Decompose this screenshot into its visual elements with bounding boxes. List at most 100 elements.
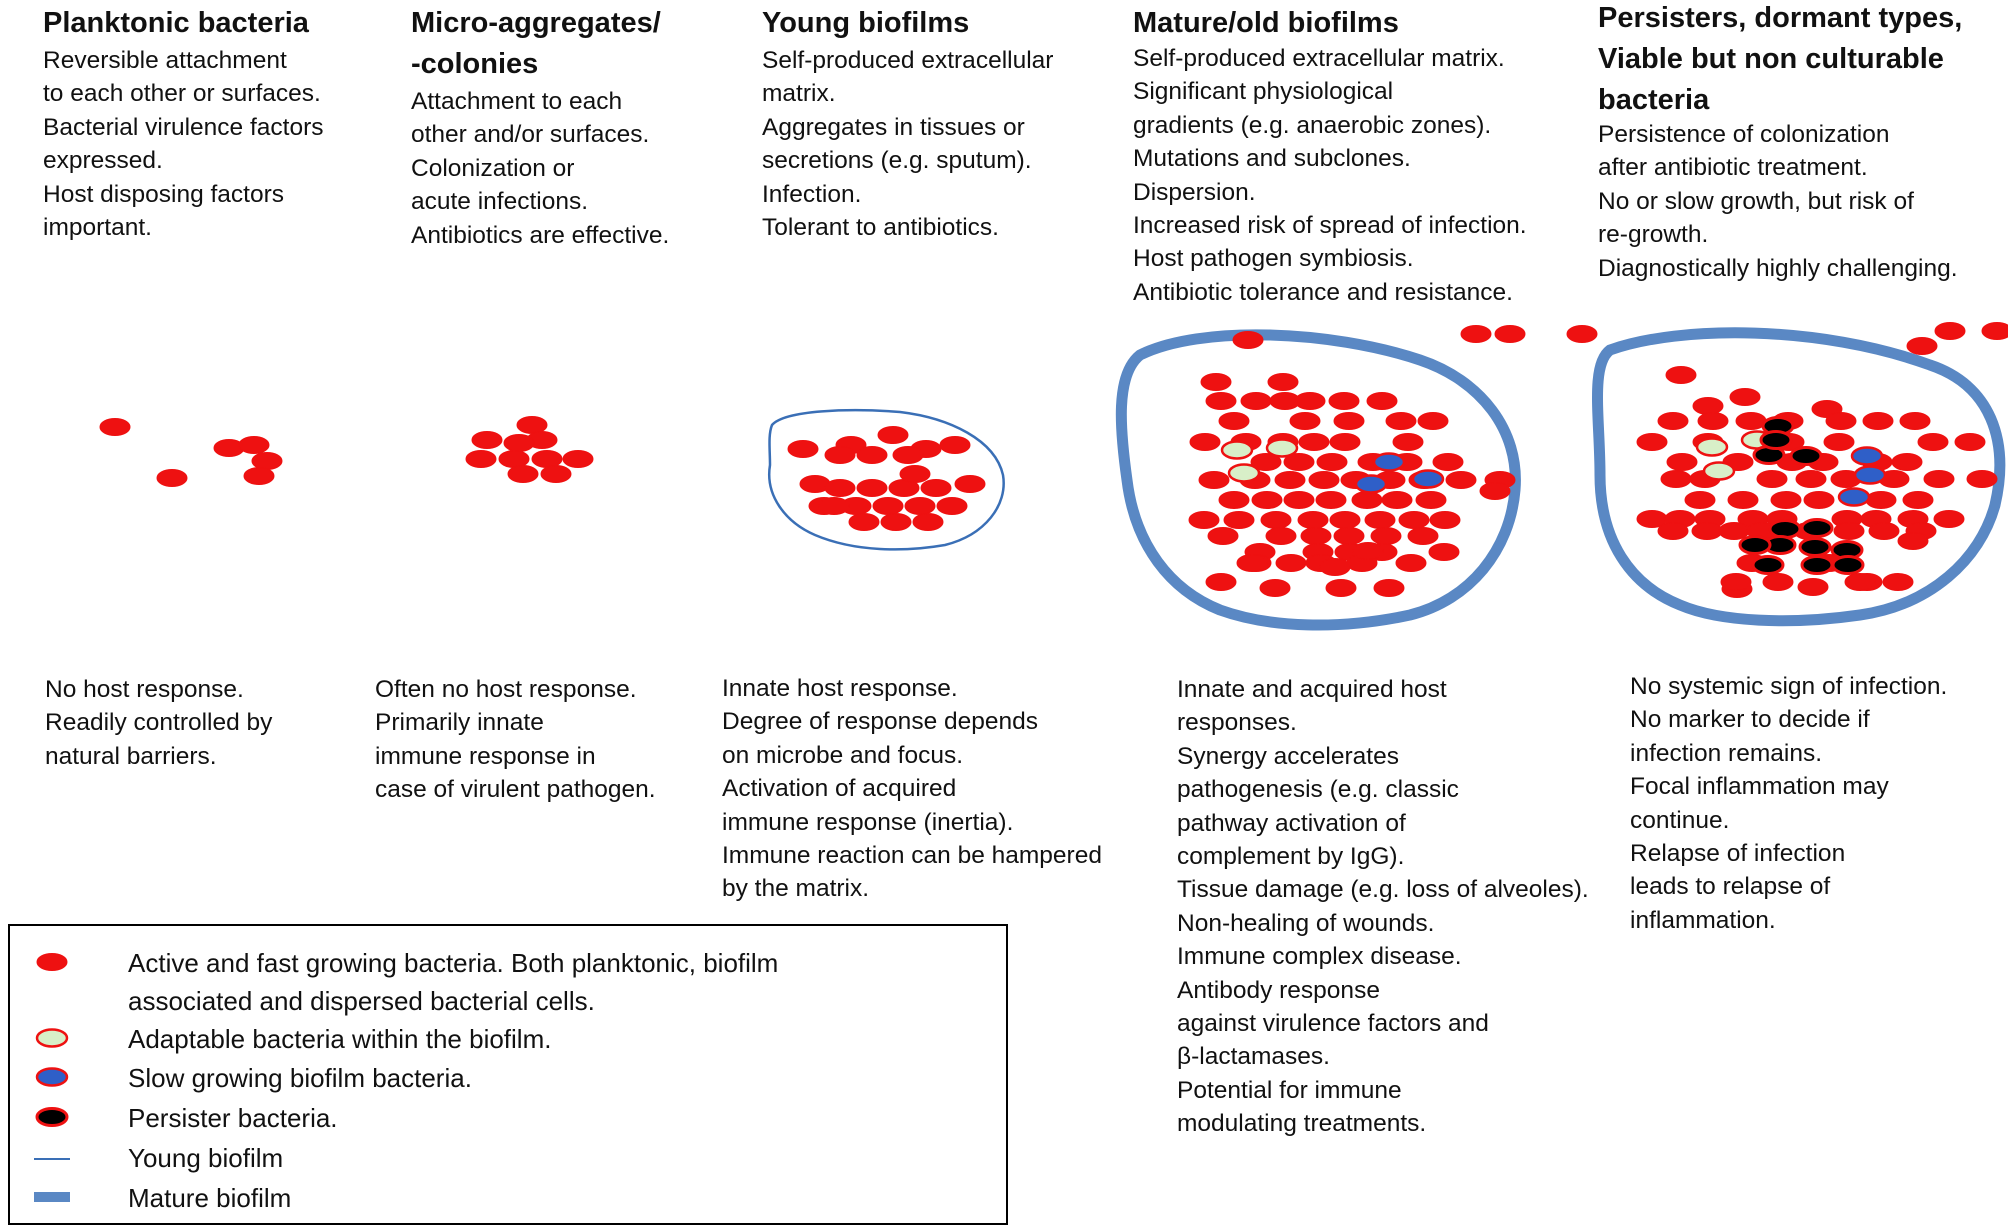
description-line: Increased risk of spread of infection. (1133, 212, 1527, 240)
bacterium-cell (1718, 522, 1750, 540)
legend-item-slow-growing-bacteria: Slow growing biofilm bacteria. (10, 1059, 1000, 1093)
bacterium-cell (1236, 554, 1268, 572)
bacterium-cell (1315, 491, 1347, 509)
bacterium-cell (540, 465, 572, 483)
bacterium-cell (243, 467, 275, 485)
bacterium-cell (1768, 519, 1802, 539)
bacterium-cell (1823, 433, 1855, 451)
bacterium-cell (1954, 433, 1986, 451)
bacterium-cell (1770, 491, 1802, 509)
host-response-line: Primarily innate (375, 709, 544, 737)
description-line: Significant physiological (1133, 78, 1394, 106)
host-response-line: No systemic sign of infection. (1630, 673, 1948, 700)
host-response-line: Innate and acquired host (1177, 676, 1447, 703)
bacterium-cell (1665, 366, 1697, 384)
description-line: secretions (e.g. sputum). (762, 147, 1032, 175)
legend-item-mature-biofilm-line: Mature biofilm (10, 1179, 1000, 1213)
description-line: to each other or surfaces. (43, 80, 321, 108)
bacterium-cell (1260, 511, 1292, 529)
legend-label-line: Adaptable bacteria within the biofilm. (128, 1024, 552, 1054)
description-line: Persistence of colonization (1598, 121, 1890, 148)
description-line: Antibiotics are effective. (411, 221, 670, 249)
description-line: Diagnostically highly challenging. (1598, 254, 1958, 282)
bacterium-cell (1198, 471, 1230, 489)
bacterium-cell (1566, 325, 1598, 343)
bacterium-cell (1738, 535, 1772, 555)
bacterium-cell (1232, 331, 1264, 349)
description-line: acute infections. (411, 188, 589, 216)
bacterium-cell (156, 469, 188, 487)
bacterium-cell (1636, 433, 1668, 451)
bacterium-cell (880, 513, 912, 531)
bacterium-cell (1695, 437, 1729, 457)
column-title-line: Viable but non culturable (1598, 43, 1944, 75)
bacterium-cell (1364, 511, 1396, 529)
legend-label-line: Young biofilm (128, 1143, 284, 1173)
bacterium-cell (1803, 491, 1835, 509)
bacteria-cells (99, 322, 2008, 598)
legend-label-line: Persister bacteria. (128, 1103, 338, 1133)
description-line: Colonization or (411, 154, 575, 182)
host-response-line: immune response (inertia). (722, 808, 1014, 836)
bacterium-cell (1966, 470, 1998, 488)
bacterium-cell (1267, 373, 1299, 391)
bacterium-cell (1789, 446, 1823, 466)
host-response-line: Activation of acquired (722, 775, 957, 803)
persister-biofilm-outline (1592, 327, 2006, 627)
bacterium-cell (1891, 453, 1923, 471)
bacterium-cell (1837, 487, 1871, 507)
host-response-line: Readily controlled by (45, 709, 273, 737)
bacterium-cell (1373, 579, 1405, 597)
description-line: Mutations and subclones. (1133, 145, 1411, 173)
bacterium-cell (1660, 470, 1692, 488)
bacterium-cell (1756, 470, 1788, 488)
bacterium-cell (1759, 430, 1793, 450)
bacterium-cell (1800, 555, 1834, 575)
description-line: expressed. (43, 147, 163, 175)
bacterium-cell (1251, 491, 1283, 509)
legend-label: Mature biofilm (128, 1179, 291, 1217)
bacterium-cell (1328, 392, 1360, 410)
legend-symbol-active-bacteria (36, 953, 68, 971)
bacterium-cell (1868, 522, 1900, 540)
bacterium-cell (1207, 527, 1239, 545)
bacterium-cell (1657, 522, 1689, 540)
legend-label-line: Active and fast growing bacteria. Both p… (128, 948, 779, 978)
bacterium-cell (920, 479, 952, 497)
legend-label-line: Mature biofilm (128, 1183, 292, 1213)
legend-label: Adaptable bacteria within the biofilm. (128, 1020, 551, 1058)
description-line: Host disposing factors (43, 180, 285, 208)
bacterium-cell (872, 497, 904, 515)
bacterium-cell (1833, 522, 1865, 540)
bacterium-cell (1727, 491, 1759, 509)
description-line: Host pathogen symbiosis. (1133, 245, 1414, 273)
bacterium-cell (1865, 491, 1897, 509)
bacterium-cell (1227, 463, 1261, 483)
host-response-line: pathway activation of (1177, 809, 1406, 837)
bacterium-cell (1720, 573, 1752, 591)
host-response-line: leads to relapse of (1630, 873, 1831, 901)
bacterium-cell (939, 436, 971, 454)
bacterium-cell (1297, 511, 1329, 529)
column-title-line: Planktonic bacteria (43, 7, 309, 39)
bacterium-cell (1333, 527, 1365, 545)
bacterium-cell (1333, 412, 1365, 430)
legend-item-adaptable-bacteria: Adaptable bacteria within the biofilm. (10, 1020, 1000, 1054)
bacterium-cell (1200, 373, 1232, 391)
bacterium-cell (787, 440, 819, 458)
bacterium-cell (1981, 322, 2008, 340)
host-response-line: Potential for immune (1177, 1076, 1402, 1104)
legend-symbol-persister-bacteria (35, 1107, 69, 1127)
bacterium-cell (1798, 537, 1832, 557)
bacterium-cell (1329, 433, 1361, 451)
description-line: after antibiotic treatment. (1598, 154, 1868, 182)
bacterium-cell (1381, 491, 1413, 509)
bacterium-cell (1897, 532, 1929, 550)
bacterium-cell (1445, 471, 1477, 489)
bacterium-cell (1407, 527, 1439, 545)
description-line: Bacterial virulence factors (43, 113, 324, 141)
bacterium-cell (1825, 412, 1857, 430)
